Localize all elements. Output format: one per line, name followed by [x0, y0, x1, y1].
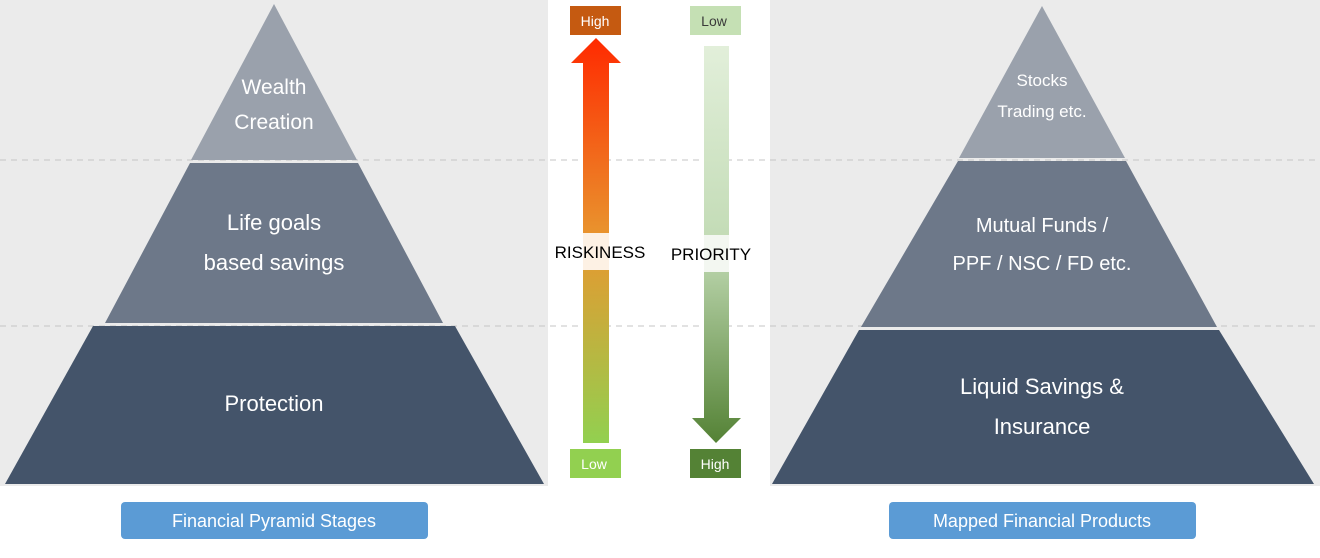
- riskiness-low-label: Low: [581, 456, 608, 472]
- priority-high-badge: [690, 449, 741, 478]
- left-tier-middle-line1: Life goals: [227, 210, 321, 235]
- left-caption-badge: [121, 502, 428, 539]
- priority-label: PRIORITY: [671, 245, 751, 264]
- left-tier-top: [191, 4, 357, 160]
- right-tier-top-line1: Stocks: [1016, 71, 1067, 90]
- riskiness-high-label: High: [581, 13, 610, 29]
- riskiness-high-badge: [570, 6, 621, 35]
- riskiness-label-backdrop: [583, 233, 609, 270]
- left-tier-middle-line2: based savings: [204, 250, 345, 275]
- left-tier-middle: [105, 163, 443, 323]
- left-pyramid: Wealth Creation Life goals based savings…: [5, 4, 544, 484]
- right-caption-badge: [889, 502, 1196, 539]
- left-tier-bottom: [5, 326, 544, 484]
- priority-scale: Low PRIORITY High: [671, 6, 751, 478]
- left-caption: Financial Pyramid Stages: [172, 511, 376, 531]
- right-tier-bottom: [772, 330, 1314, 484]
- right-tier-bottom-line2: Insurance: [994, 414, 1091, 439]
- right-tier-middle-line1: Mutual Funds /: [976, 215, 1109, 237]
- right-tier-middle: [861, 161, 1217, 327]
- riskiness-label: RISKINESS: [555, 243, 646, 262]
- left-tier-bottom-line1: Protection: [224, 391, 323, 416]
- right-caption: Mapped Financial Products: [933, 511, 1151, 531]
- priority-high-label: High: [701, 456, 730, 472]
- riskiness-scale: High RISKINESS Low: [555, 6, 646, 478]
- left-tier-top-line1: Wealth: [242, 76, 307, 99]
- priority-low-badge: [690, 6, 741, 35]
- priority-label-backdrop: [704, 235, 729, 272]
- right-tier-top: [959, 6, 1125, 158]
- left-tier-top-line2: Creation: [234, 111, 313, 134]
- right-tier-bottom-line1: Liquid Savings &: [960, 374, 1124, 399]
- right-tier-middle-line2: PPF / NSC / FD etc.: [953, 253, 1132, 275]
- riskiness-low-badge: [570, 449, 621, 478]
- priority-low-label: Low: [701, 13, 728, 29]
- right-pyramid: Stocks Trading etc. Mutual Funds / PPF /…: [772, 6, 1314, 484]
- right-tier-top-line2: Trading etc.: [997, 102, 1086, 121]
